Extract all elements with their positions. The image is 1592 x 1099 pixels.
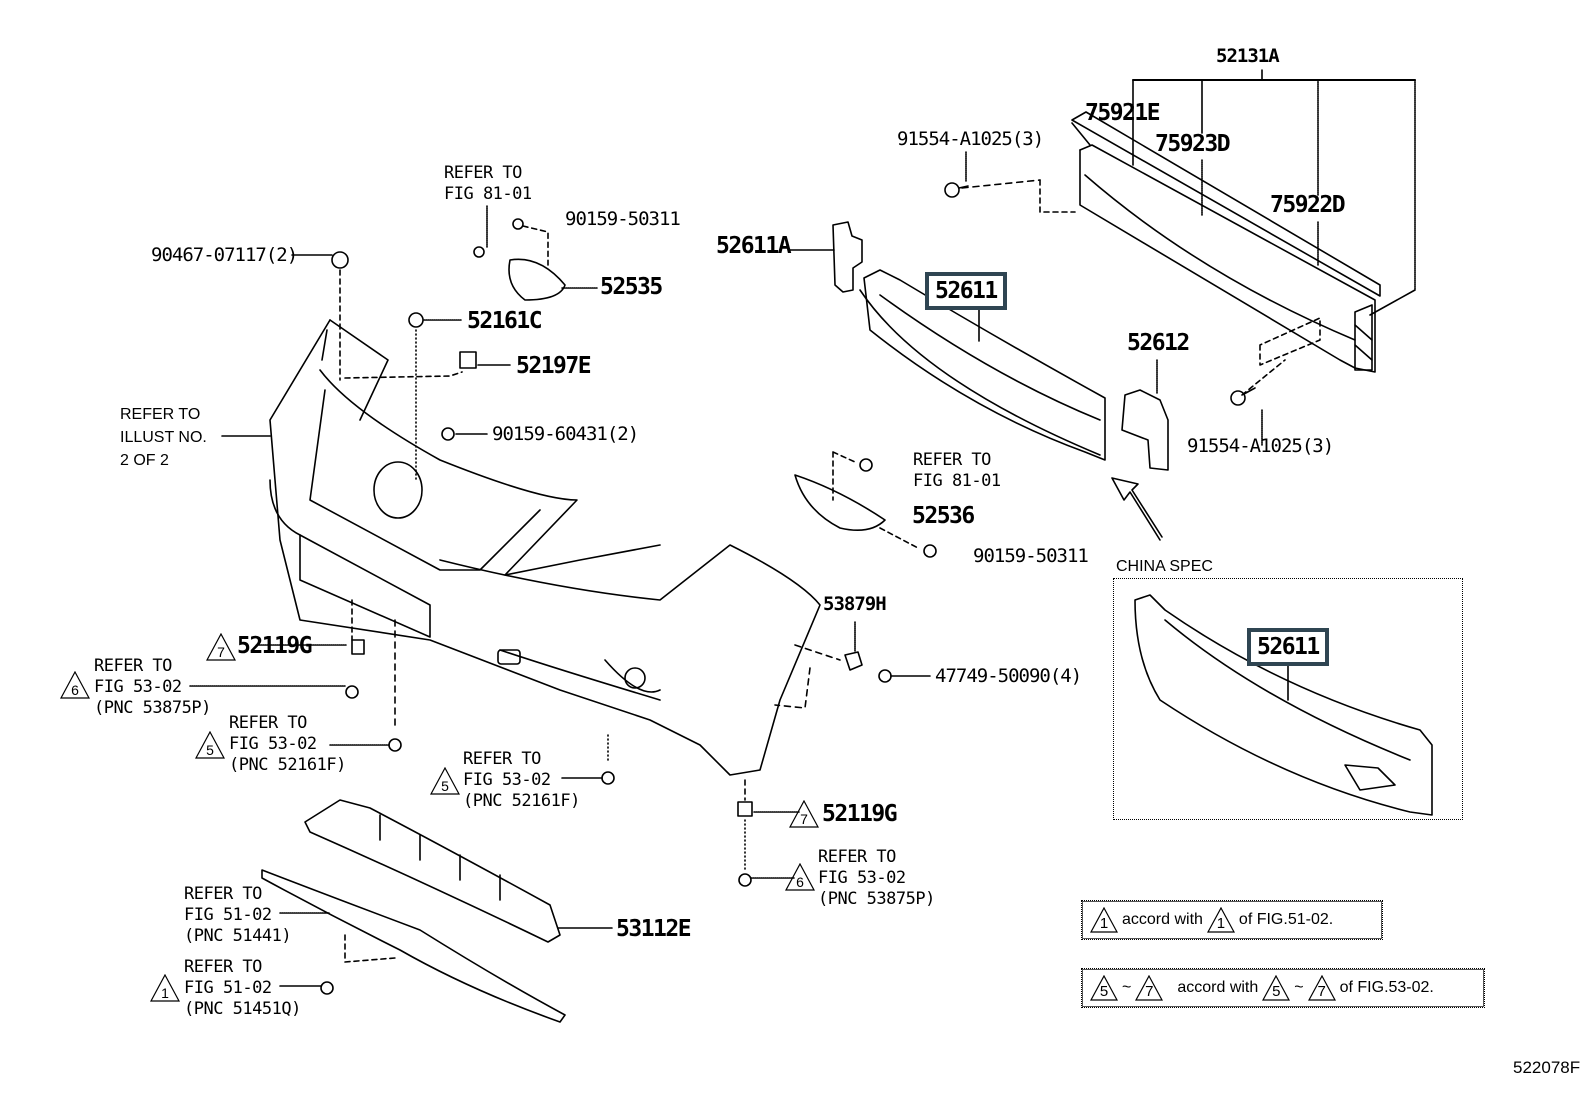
marker-triangle-5-left: 5 bbox=[195, 731, 225, 759]
leader-52131A bbox=[1132, 69, 1416, 316]
refer-fig-53-02-pnc-53875P-left[interactable]: REFER TO FIG 53-02 (PNC 53875P) bbox=[94, 656, 211, 718]
part-label-90467-07117[interactable]: 90467-07117(2) bbox=[151, 244, 298, 266]
marker-triangle-5-mid: 5 bbox=[430, 767, 460, 795]
note-box-2: 5 ~ 7 accord with 5 ~ 7 of FIG.53-02. bbox=[1081, 968, 1485, 1008]
refer-illust-2-of-2[interactable]: REFER TO ILLUST NO. 2 OF 2 bbox=[120, 406, 207, 469]
part-label-75921E[interactable]: 75921E bbox=[1085, 100, 1161, 126]
part-label-52611-china-spec[interactable]: 52611 bbox=[1247, 628, 1329, 666]
part-label-75922D[interactable]: 75922D bbox=[1270, 192, 1346, 218]
part-label-52161C[interactable]: 52161C bbox=[467, 308, 543, 334]
triangle-icon: 7 bbox=[1135, 975, 1164, 1001]
part-label-90159-60431[interactable]: 90159-60431(2) bbox=[492, 423, 639, 445]
note-text: accord with bbox=[1122, 911, 1203, 928]
part-label-53112E[interactable]: 53112E bbox=[616, 916, 692, 942]
note-suffix: of FIG.53-02. bbox=[1339, 979, 1434, 996]
refer-fig-81-01-top[interactable]: REFER TO FIG 81-01 bbox=[444, 163, 532, 204]
part-label-52119G-left[interactable]: 52119G bbox=[237, 633, 313, 659]
part-label-52131A[interactable]: 52131A bbox=[1216, 45, 1280, 67]
refer-fig-51-02-pnc-51451Q[interactable]: REFER TO FIG 51-02 (PNC 51451Q) bbox=[184, 957, 301, 1019]
refer-fig-53-02-pnc-52161F-left[interactable]: REFER TO FIG 53-02 (PNC 52161F) bbox=[229, 713, 346, 775]
refer-fig-81-01-mid[interactable]: REFER TO FIG 81-01 bbox=[913, 450, 1001, 491]
part-label-52611A[interactable]: 52611A bbox=[716, 233, 792, 259]
part-label-75923D[interactable]: 75923D bbox=[1155, 131, 1231, 157]
triangle-icon bbox=[789, 800, 819, 828]
under-cover-51441-drawing bbox=[261, 869, 566, 1023]
bolt-91554-bottom bbox=[1230, 387, 1263, 446]
refer-fig-51-02-pnc-51441[interactable]: REFER TO FIG 51-02 (PNC 51441) bbox=[184, 884, 292, 946]
tilde: ~ bbox=[1294, 979, 1304, 996]
bumper-cover-drawing bbox=[221, 319, 821, 776]
triangle-icon: 1 bbox=[1090, 907, 1118, 933]
marker-triangle-7-right: 7 bbox=[789, 800, 819, 828]
marker-triangle-1: 1 bbox=[150, 974, 180, 1002]
under-cover-53112E-drawing bbox=[304, 799, 613, 943]
part-label-90159-50311-top[interactable]: 90159-50311 bbox=[565, 208, 681, 230]
part-label-90159-50311-mid[interactable]: 90159-50311 bbox=[973, 545, 1089, 567]
bracket-52611A-drawing bbox=[789, 221, 863, 293]
part-label-53879H[interactable]: 53879H bbox=[823, 593, 887, 615]
triangle-icon: 7 bbox=[1307, 975, 1336, 1001]
part-label-47749-50090[interactable]: 47749-50090(4) bbox=[935, 665, 1082, 687]
bracket-52612-drawing bbox=[1121, 359, 1169, 471]
triangle-icon bbox=[206, 633, 236, 661]
note-text: accord with bbox=[1177, 979, 1259, 996]
china-spec-title: CHINA SPEC bbox=[1116, 558, 1213, 575]
triangle-icon bbox=[195, 731, 225, 759]
arrow-to-china-spec bbox=[1111, 477, 1163, 541]
part-label-52611-highlighted[interactable]: 52611 bbox=[925, 272, 1007, 310]
part-label-52612[interactable]: 52612 bbox=[1127, 330, 1190, 356]
part-label-91554-top[interactable]: 91554-A1025(3) bbox=[897, 128, 1044, 150]
refer-fig-53-02-pnc-52161F-mid[interactable]: REFER TO FIG 53-02 (PNC 52161F) bbox=[463, 749, 580, 811]
triangle-icon: 5 bbox=[1090, 975, 1118, 1001]
figure-id: 522078F bbox=[1513, 1058, 1581, 1077]
bumper-reinforcement-drawing bbox=[961, 111, 1381, 396]
triangle-icon bbox=[785, 863, 815, 891]
bracket-52535-drawing bbox=[473, 205, 599, 301]
note-box-1: 1 accord with 1 of FIG.51-02. bbox=[1081, 900, 1383, 940]
tilde: ~ bbox=[1122, 979, 1132, 996]
china-spec-inset bbox=[1113, 578, 1463, 820]
triangle-icon bbox=[430, 767, 460, 795]
part-label-52197E[interactable]: 52197E bbox=[516, 353, 592, 379]
triangle-icon bbox=[60, 671, 90, 699]
fasteners-drawing bbox=[189, 251, 931, 887]
marker-triangle-7-left: 7 bbox=[206, 633, 236, 661]
part-label-52119G-right[interactable]: 52119G bbox=[822, 801, 898, 827]
marker-triangle-6-right: 6 bbox=[785, 863, 815, 891]
bolt-91554-top bbox=[944, 151, 969, 198]
bracket-52536-drawing bbox=[794, 451, 937, 558]
refer-fig-53-02-pnc-53875P-right[interactable]: REFER TO FIG 53-02 (PNC 53875P) bbox=[818, 847, 935, 909]
marker-triangle-6-left: 6 bbox=[60, 671, 90, 699]
triangle-icon: 1 bbox=[1206, 907, 1235, 933]
triangle-icon bbox=[150, 974, 180, 1002]
part-label-52535[interactable]: 52535 bbox=[600, 274, 663, 300]
part-label-52536[interactable]: 52536 bbox=[912, 503, 975, 529]
note-suffix: of FIG.51-02. bbox=[1238, 911, 1334, 928]
part-label-91554-bottom[interactable]: 91554-A1025(3) bbox=[1187, 435, 1334, 457]
triangle-icon: 5 bbox=[1262, 975, 1291, 1001]
